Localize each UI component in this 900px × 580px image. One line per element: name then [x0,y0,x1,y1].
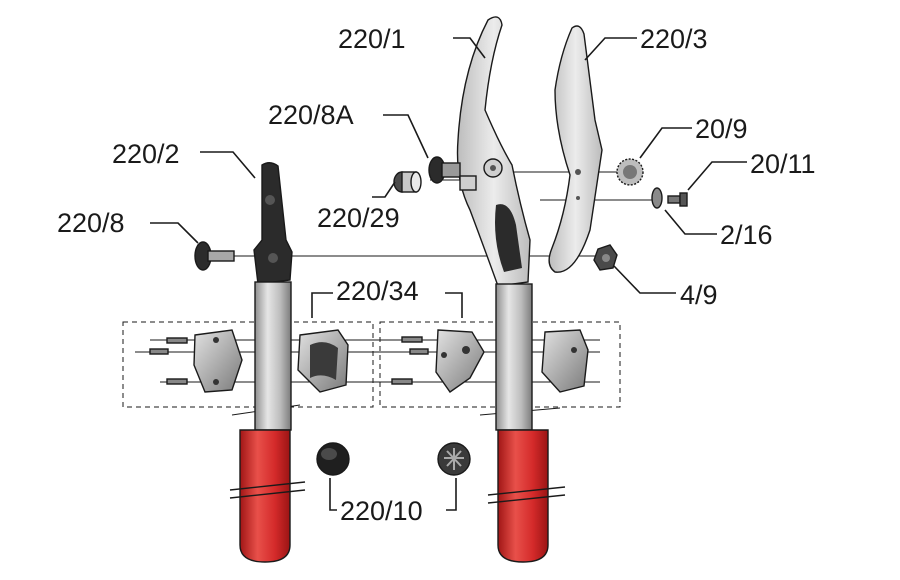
label-20-9: 20/9 [695,114,748,144]
label-2-16: 2/16 [720,220,773,250]
anvil-jaw-220-2 [253,162,293,285]
clamp-block-left-a [193,329,243,393]
right-tube [495,283,533,431]
clamp-block-right-b [541,329,589,393]
label-220-8A: 220/8A [268,100,354,130]
left-red-grip [239,429,291,563]
left-tube [254,281,292,431]
right-red-grip [497,429,549,563]
leader-lines [150,37,747,511]
label-220-3: 220/3 [640,24,708,54]
group-box-left [122,321,374,408]
label-220-8: 220/8 [57,208,125,238]
clamp-screws [149,336,429,385]
label-220-2: 220/2 [112,139,180,169]
bolt-220-8A [428,156,477,191]
bushing-220-29 [393,171,422,193]
part-labels: 220/1 220/3 220/8A 20/9 220/2 20/11 220/… [57,24,816,526]
bolt-220-8 [194,241,235,271]
screw-20-11 [667,192,688,207]
label-220-29: 220/29 [317,203,400,233]
right-lopper-arm [456,16,566,563]
washer-2-16 [651,187,663,209]
label-220-10: 220/10 [340,496,423,526]
clamp-block-left-b [297,329,349,393]
label-20-11: 20/11 [750,149,816,179]
end-cap-left-220-10 [316,442,350,476]
label-220-34: 220/34 [336,276,419,306]
end-cap-right-220-10 [437,442,471,476]
hook-blade-220-3 [548,25,603,273]
nut-4-9 [593,244,618,271]
label-4-9: 4/9 [680,280,718,310]
clamp-block-right-a [435,329,485,393]
label-220-1: 220/1 [338,24,406,54]
gear-20-9 [616,158,644,186]
cutting-blade-220-1 [456,16,531,287]
left-lopper-arm [229,162,306,563]
